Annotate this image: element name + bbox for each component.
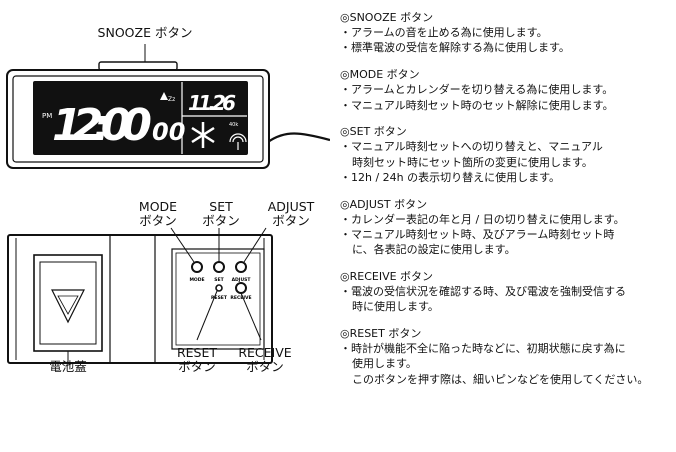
section-line: ・マニュアル時刻セット時のセット解除に使用します。: [340, 98, 614, 112]
snooze-label: SNOOZE ボタン: [97, 25, 193, 40]
description-section: ◎SNOOZE ボタン・アラームの音を止める為に使用します。・標準電波の受信を解…: [340, 10, 674, 56]
description-section: ◎SET ボタン・マニュアル時刻セットへの切り替えと、マニュアル時刻セット時にセ…: [340, 124, 674, 185]
description-section: ◎MODE ボタン・アラームとカレンダーを切り替える為に使用します。・マニュアル…: [340, 67, 674, 113]
section-heading: ◎MODE ボタン: [340, 68, 420, 82]
section-heading: ◎RECEIVE ボタン: [340, 269, 434, 283]
section-line: 使用します。: [352, 357, 417, 371]
button-descriptions: ◎SNOOZE ボタン・アラームの音を止める為に使用します。・標準電波の受信を解…: [340, 10, 674, 398]
mode-leader-line: [170, 227, 195, 263]
section-line: ・アラームとカレンダーを切り替える為に使用します。: [340, 83, 614, 97]
signal-freq-indicator: 40k: [229, 122, 238, 128]
section-line: ・マニュアル時刻セットへの切り替えと、マニュアル: [340, 140, 603, 154]
adjust-button-shape: [235, 261, 247, 273]
receive-label: RECEIVE ボタン: [238, 345, 292, 374]
clock-seconds-text: 00: [152, 118, 185, 146]
battery-cover-label: 電池蓋: [49, 359, 87, 374]
panel-adjust-text: ADJUST: [232, 277, 252, 283]
adjust-label: ADJUST ボタン: [267, 199, 315, 228]
antenna-icon: [229, 133, 247, 150]
section-line: ・標準電波の受信を解除する為に使用します。: [340, 41, 570, 55]
set-button-shape: [213, 261, 225, 273]
clock-date-text: 11.26: [188, 91, 236, 115]
section-line: に、各表記の設定に使用します。: [352, 243, 516, 257]
clock-diagram: SNOOZE ボタン PM 12:00 00 Zz 11.26 40k: [0, 0, 330, 452]
reset-button-shape: [215, 284, 223, 292]
snooze-button-shape: [98, 61, 178, 71]
alarm-bell-icon: [160, 92, 168, 100]
reset-label: RESET ボタン: [176, 345, 218, 374]
mode-label: MODE ボタン: [138, 199, 178, 228]
set-label: SET ボタン: [202, 199, 240, 228]
section-line: ・アラームの音を止める為に使用します。: [340, 26, 548, 40]
mode-button-shape: [191, 261, 203, 273]
section-heading: ◎SNOOZE ボタン: [340, 11, 434, 24]
panel-reset-text: RESET: [211, 295, 228, 301]
clock-display: [33, 81, 248, 155]
receive-button-shape: [235, 282, 247, 294]
clock-time-text: 12:00: [52, 100, 152, 151]
arrow-down-icon: [51, 289, 85, 324]
section-line: このボタンを押す際は、細いピンなどを使用してください。: [352, 372, 649, 386]
zz-indicator: Zz: [168, 96, 175, 103]
section-line: ・電波の受信状況を確認する時、及び電波を強制受信する: [340, 285, 626, 299]
snowflake-icon: [191, 122, 215, 148]
description-section: ◎ADJUST ボタン・カレンダー表記の年と月 / 日の切り替えに使用します。・…: [340, 197, 674, 258]
section-line: 時刻セット時にセット箇所の変更に使用します。: [352, 155, 593, 169]
section-line: 時に使用します。: [352, 300, 439, 314]
panel-receive-text: RECEIVE: [230, 295, 251, 301]
reset-leader-line: [196, 290, 218, 341]
description-section: ◎RESET ボタン・時計が機能不全に陥った時などに、初期状態に戻す為に使用しま…: [340, 326, 674, 387]
section-heading: ◎ADJUST ボタン: [340, 197, 428, 211]
panel-set-text: SET: [214, 277, 224, 283]
section-line: ・12h / 24h の表示切り替えに使用します。: [340, 170, 561, 184]
pm-indicator: PM: [42, 112, 52, 120]
power-cable: [267, 132, 330, 143]
section-heading: ◎RESET ボタン: [340, 326, 422, 340]
section-line: ・マニュアル時刻セット時、及びアラーム時刻セット時: [340, 227, 615, 241]
clock-illustration: PM 12:00 00 Zz 11.26 40k: [6, 44, 330, 364]
adjust-leader-line: [243, 227, 267, 263]
panel-mode-text: MODE: [189, 277, 204, 283]
section-line: ・時計が機能不全に陥った時などに、初期状態に戻す為に: [340, 342, 626, 356]
description-section: ◎RECEIVE ボタン・電波の受信状況を確認する時、及び電波を強制受信する時に…: [340, 269, 674, 315]
section-heading: ◎SET ボタン: [340, 125, 407, 139]
receive-leader-line: [240, 292, 262, 341]
section-line: ・カレンダー表記の年と月 / 日の切り替えに使用します。: [340, 212, 625, 226]
